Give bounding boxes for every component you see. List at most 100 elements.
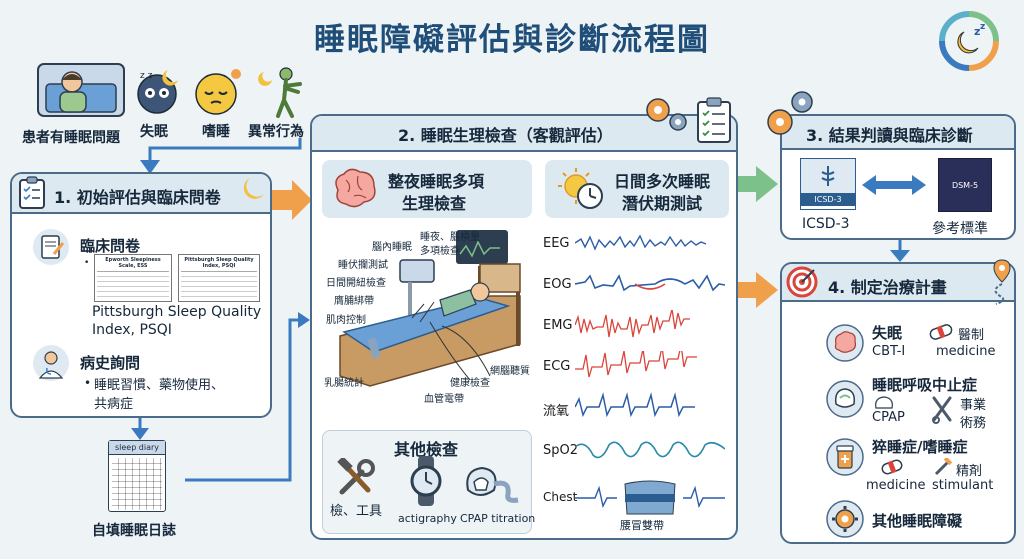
belt-label: 腰冒雙帶 <box>620 519 664 532</box>
other-tools: 檢、工具 <box>330 504 383 519</box>
icsd-label: ICSD-3 <box>802 216 850 232</box>
signal-label-spo2: SpO2 <box>543 443 579 458</box>
patient-in-bed-icon <box>37 63 125 117</box>
mslt-title-2: 潛伏期測試 <box>622 194 703 213</box>
treat-med-b: medicine <box>866 478 926 493</box>
diary-cover: sleep diary <box>109 441 165 455</box>
psg-label-breast: 乳腸統計 <box>324 378 364 389</box>
patient-label: 患者有睡眠問題 <box>22 130 120 146</box>
dsm-book: DSM-5 <box>938 158 992 212</box>
psg-label-night: 睡夜、腦槓量 <box>420 232 480 243</box>
sun-clock-icon <box>558 168 603 209</box>
sleepy-face-icon <box>195 69 241 115</box>
signal-label-airflow: 流氧 <box>543 404 570 419</box>
psg-label-brain: 腦內睡眠 <box>372 242 412 253</box>
psg-label-sleep-test: 睡伏攔測試 <box>338 260 388 271</box>
treat-surgery-1: 事業 <box>960 398 987 413</box>
psg-label-multi: 多項檢查 <box>420 246 460 257</box>
svg-text:z: z <box>980 22 985 32</box>
history-title: 病史詢問 <box>80 354 141 372</box>
step3-gears-icon <box>767 91 813 135</box>
brain-round-icon <box>826 324 864 362</box>
signal-eog-trace <box>575 274 725 292</box>
svg-text:z: z <box>974 25 980 38</box>
step4-header <box>782 264 1014 302</box>
psg-title-2: 生理檢查 <box>402 194 467 213</box>
psg-label-health: 健康檢查 <box>450 378 490 389</box>
icsd-book: ICSD-3 <box>800 158 856 210</box>
target-icon <box>786 266 818 298</box>
sleep-cycle-icon: z z <box>939 11 999 71</box>
treat-cpap: CPAP <box>872 410 905 425</box>
symptom-abnormal-behavior: 異常行為 <box>248 124 304 140</box>
psg-label-net: 網腦聽質 <box>490 366 530 377</box>
psg-bed-illustration <box>339 230 521 387</box>
pill-icon <box>929 324 953 340</box>
cpap-small-icon <box>875 396 893 409</box>
treat-surgery-2: 術務 <box>960 416 987 431</box>
gear-round-icon <box>826 500 864 538</box>
symptom-insomnia: 失眠 <box>140 124 168 140</box>
treat-med-a-1: 醫制 <box>958 328 985 343</box>
psg-label-muscle: 肌肉控制 <box>326 315 366 326</box>
cpap-mask-icon <box>466 466 519 503</box>
treat-other: 其他睡眠障礙 <box>872 512 963 530</box>
signal-label-chest: Chest <box>543 490 578 504</box>
step1-heading: 1. 初始評估與臨床問卷 <box>54 188 221 207</box>
signal-emg-trace <box>575 310 690 338</box>
signal-label-eeg: EEG <box>543 236 570 251</box>
signal-ecg-trace <box>575 351 697 378</box>
sleep-diary: sleep diary <box>108 440 166 512</box>
svg-text:z z: z z <box>140 71 153 81</box>
step2-heading: 2. 睡眠生理檢查（客觀評估） <box>398 126 613 145</box>
ess-form: Epworth Sleepiness Scale, ESS <box>94 254 172 302</box>
signal-airflow-trace <box>575 392 695 418</box>
page-title: 睡眠障礙評估與診斷流程圖 <box>314 22 710 58</box>
dsm-label: 參考標準 <box>932 221 988 237</box>
caduceus-icon <box>821 166 835 186</box>
insomnia-face-icon: z z <box>137 70 178 114</box>
treat-insomnia: 失眠 <box>872 324 903 342</box>
signal-chest-trace <box>575 480 725 515</box>
questionnaire-title: 臨床問卷 <box>80 237 141 255</box>
step3-header <box>782 116 1014 150</box>
dsm-cover-text: DSM-5 <box>951 181 979 190</box>
icsd-cover-text: ICSD-3 <box>801 193 855 206</box>
mslt-title-1: 日間多次睡眠 <box>614 172 711 191</box>
diary-label: 自填睡眠日誌 <box>92 523 176 539</box>
surgery-tools-icon <box>932 396 952 424</box>
signal-eeg-trace <box>575 234 707 251</box>
treat-narco: 猝睡症/嗜睡症 <box>872 438 968 456</box>
gears-icon <box>646 98 687 131</box>
history-line-2: 共病症 <box>94 397 134 412</box>
clipboard-icon <box>697 97 731 143</box>
signal-spo2-trace <box>575 441 725 459</box>
brain-icon <box>335 168 376 208</box>
treat-cbt: CBT-I <box>872 344 906 359</box>
actigraphy-watch-icon <box>410 456 442 506</box>
tools-icon <box>337 458 375 495</box>
other-exams-title: 其他檢查 <box>394 440 459 459</box>
questionnaire-icon <box>33 229 69 265</box>
mask-round-icon <box>826 380 864 418</box>
pill-icon-2 <box>881 459 903 475</box>
treat-osa: 睡眠呼吸中止症 <box>872 376 978 394</box>
treat-stim-2: stimulant <box>932 478 994 493</box>
sleepwalker-icon <box>258 67 302 118</box>
psg-label-chest: 膺脯綁帶 <box>334 296 374 307</box>
treat-med-a-2: medicine <box>936 344 996 359</box>
psqi-label-2: Index, PSQI <box>92 322 172 338</box>
syringe-icon <box>934 458 953 476</box>
signal-label-emg: EMG <box>543 318 573 333</box>
step2-header <box>312 116 736 152</box>
moon-icon <box>243 178 264 199</box>
symptom-sleepiness: 嗜睡 <box>202 124 230 140</box>
psg-title-1: 整夜睡眠多項 <box>388 172 485 191</box>
psqi-form: Pittsburgh Sleep Quality Index, PSQI <box>178 254 260 302</box>
treat-stim-1: 精剤 <box>956 464 983 479</box>
psg-label-vessel: 血管電帶 <box>424 394 464 405</box>
psqi-label-1: Pittsburgh Sleep Quality <box>92 304 262 320</box>
signal-label-eog: EOG <box>543 277 572 292</box>
step3-heading: 3. 結果判讀與臨床診斷 <box>806 126 973 145</box>
other-cpap: CPAP titration <box>460 512 536 525</box>
